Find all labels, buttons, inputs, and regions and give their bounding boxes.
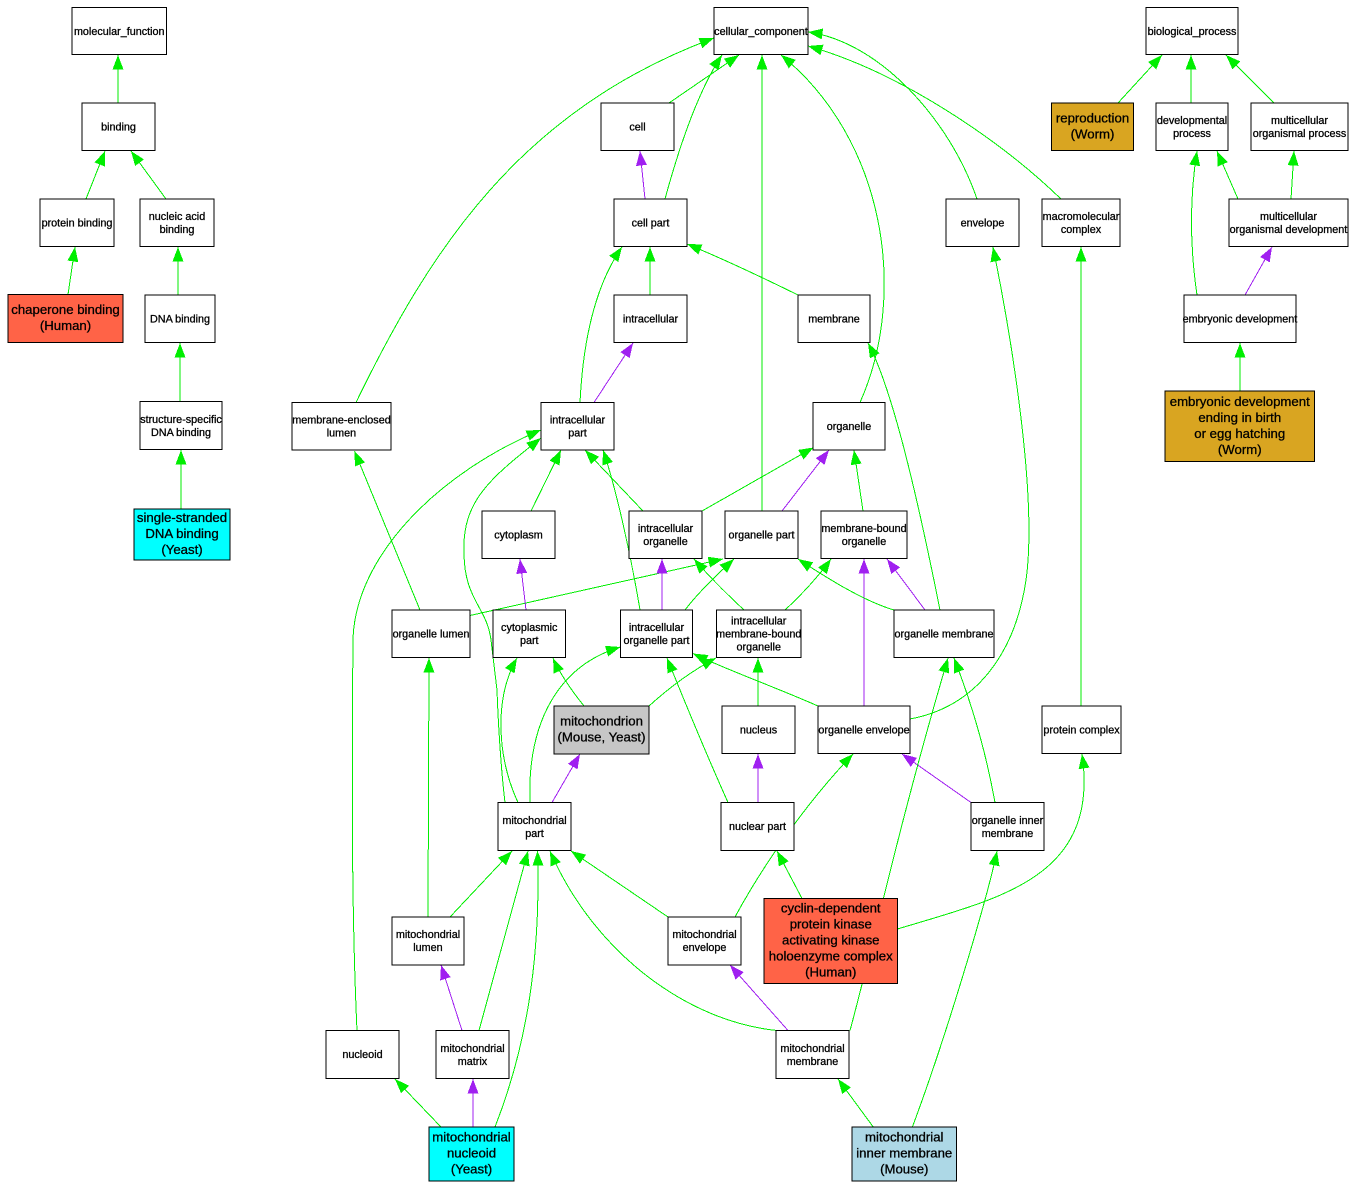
svg-text:organismal development: organismal development <box>1230 224 1348 236</box>
svg-text:lumen: lumen <box>327 428 356 440</box>
svg-text:cellular_component: cellular_component <box>714 26 808 38</box>
svg-text:nucleoid: nucleoid <box>342 1049 382 1061</box>
svg-text:or egg hatching: or egg hatching <box>1194 426 1285 441</box>
svg-text:organelle: organelle <box>643 536 687 548</box>
svg-text:mitochondrial: mitochondrial <box>672 929 736 941</box>
svg-text:developmental: developmental <box>1157 115 1227 127</box>
svg-text:part: part <box>568 428 587 440</box>
svg-text:multicellular: multicellular <box>1271 115 1328 127</box>
svg-text:organelle part: organelle part <box>728 530 794 542</box>
svg-text:protein binding: protein binding <box>42 218 113 230</box>
svg-text:organelle part: organelle part <box>623 635 689 647</box>
svg-text:intracellular: intracellular <box>550 415 606 427</box>
svg-text:nucleic acid: nucleic acid <box>149 211 205 223</box>
svg-text:part: part <box>525 828 544 840</box>
svg-text:cyclin-dependent: cyclin-dependent <box>781 901 881 916</box>
svg-text:DNA binding: DNA binding <box>145 526 218 541</box>
svg-text:intracellular: intracellular <box>629 622 685 634</box>
svg-text:protein complex: protein complex <box>1043 725 1120 737</box>
svg-text:cell: cell <box>629 122 645 134</box>
svg-text:binding: binding <box>160 224 195 236</box>
svg-text:structure-specific: structure-specific <box>140 414 222 426</box>
svg-text:cytoplasmic: cytoplasmic <box>501 622 558 634</box>
svg-text:organelle inner: organelle inner <box>972 815 1044 827</box>
svg-text:part: part <box>520 635 539 647</box>
svg-text:binding: binding <box>101 122 136 134</box>
svg-text:mitochondrion: mitochondrion <box>560 714 643 729</box>
svg-text:(Worm): (Worm) <box>1218 442 1262 457</box>
svg-text:biological_process: biological_process <box>1148 26 1237 38</box>
svg-text:mitochondrial: mitochondrial <box>502 815 566 827</box>
svg-text:(Worm): (Worm) <box>1071 126 1115 141</box>
svg-text:envelope: envelope <box>961 218 1005 230</box>
svg-text:activating kinase: activating kinase <box>782 933 880 948</box>
svg-text:membrane-bound: membrane-bound <box>821 523 906 535</box>
svg-text:membrane-bound: membrane-bound <box>716 629 801 641</box>
svg-text:embryonic development: embryonic development <box>1183 314 1298 326</box>
svg-text:DNA binding: DNA binding <box>151 427 211 439</box>
svg-text:organelle envelope: organelle envelope <box>818 725 909 737</box>
svg-text:molecular_function: molecular_function <box>74 26 165 38</box>
svg-text:lumen: lumen <box>413 942 442 954</box>
svg-text:matrix: matrix <box>458 1056 488 1068</box>
svg-text:cytoplasm: cytoplasm <box>494 530 543 542</box>
svg-text:(Human): (Human) <box>805 965 856 980</box>
svg-text:complex: complex <box>1061 224 1102 236</box>
svg-text:mitochondrial: mitochondrial <box>440 1043 504 1055</box>
svg-text:DNA binding: DNA binding <box>150 314 210 326</box>
svg-text:macromolecular: macromolecular <box>1043 211 1120 223</box>
svg-text:intracellular: intracellular <box>731 616 787 628</box>
svg-text:(Yeast): (Yeast) <box>451 1162 492 1177</box>
svg-text:nuclear part: nuclear part <box>729 821 786 833</box>
svg-text:process: process <box>1173 128 1211 140</box>
svg-text:(Human): (Human) <box>40 318 91 333</box>
svg-text:nucleus: nucleus <box>740 725 778 737</box>
svg-text:mitochondrial: mitochondrial <box>396 929 460 941</box>
svg-text:(Yeast): (Yeast) <box>161 542 202 557</box>
svg-text:mitochondrial: mitochondrial <box>865 1130 943 1145</box>
svg-text:organelle membrane: organelle membrane <box>894 629 993 641</box>
svg-text:envelope: envelope <box>683 942 727 954</box>
svg-text:protein kinase: protein kinase <box>790 917 872 932</box>
svg-text:organelle: organelle <box>827 421 871 433</box>
svg-text:mitochondrial: mitochondrial <box>432 1130 510 1145</box>
svg-text:membrane-enclosed: membrane-enclosed <box>292 415 390 427</box>
svg-text:holoenzyme complex: holoenzyme complex <box>769 949 893 964</box>
svg-text:organelle: organelle <box>842 536 886 548</box>
svg-text:reproduction: reproduction <box>1056 111 1129 126</box>
svg-text:mitochondrial: mitochondrial <box>780 1043 844 1055</box>
svg-text:membrane: membrane <box>808 314 860 326</box>
svg-text:organelle lumen: organelle lumen <box>393 629 470 641</box>
svg-text:(Mouse, Yeast): (Mouse, Yeast) <box>558 730 646 745</box>
svg-text:intracellular: intracellular <box>638 523 694 535</box>
svg-text:cell part: cell part <box>632 218 670 230</box>
svg-text:inner membrane: inner membrane <box>856 1146 952 1161</box>
svg-text:(Mouse): (Mouse) <box>880 1162 928 1177</box>
svg-text:nucleoid: nucleoid <box>447 1146 496 1161</box>
svg-text:embryonic development: embryonic development <box>1170 394 1310 409</box>
svg-text:ending in birth: ending in birth <box>1198 410 1281 425</box>
svg-text:chaperone binding: chaperone binding <box>11 302 120 317</box>
svg-text:intracellular: intracellular <box>623 314 679 326</box>
svg-text:multicellular: multicellular <box>1260 211 1317 223</box>
svg-text:membrane: membrane <box>787 1056 839 1068</box>
svg-text:organismal process: organismal process <box>1253 128 1347 140</box>
svg-text:membrane: membrane <box>982 828 1034 840</box>
svg-text:organelle: organelle <box>737 642 781 654</box>
svg-text:single-stranded: single-stranded <box>137 510 227 525</box>
